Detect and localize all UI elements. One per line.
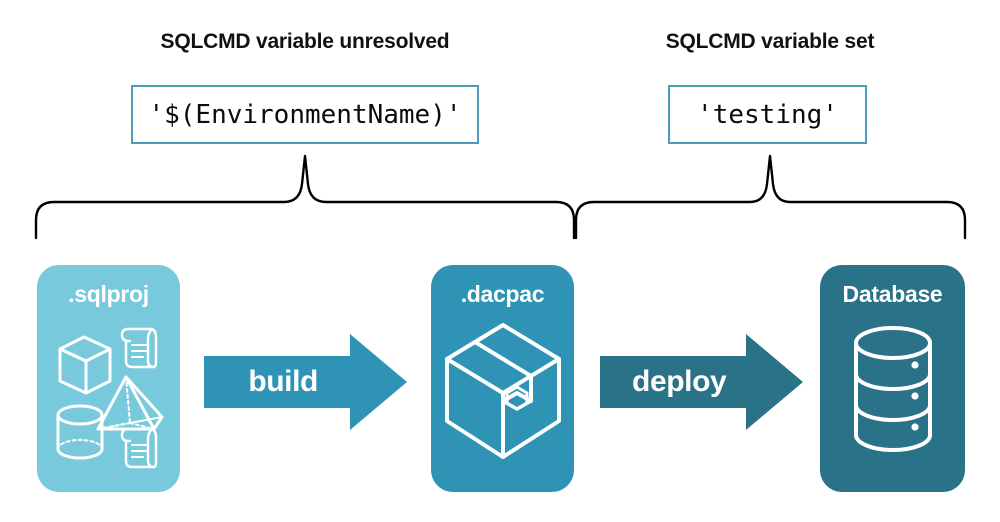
scroll-icon (120, 427, 157, 469)
heading-sqlcmd-variable-set: SQLCMD variable set (665, 30, 875, 53)
scroll-icon (120, 327, 157, 369)
package-box-icon (444, 323, 561, 459)
cylinder-icon (56, 404, 103, 460)
card-sqlproj: .sqlproj (37, 265, 180, 492)
card-database-artwork (820, 317, 965, 492)
card-dacpac: .dacpac (431, 265, 574, 492)
card-database-label: Database (842, 281, 943, 307)
arrow-deploy-label: deploy (632, 365, 727, 398)
card-sqlproj-artwork (37, 317, 180, 492)
arrow-build-label: build (248, 365, 318, 398)
card-database: Database (820, 265, 965, 492)
arrow-right-icon (600, 334, 803, 430)
brace-left-icon (34, 154, 576, 240)
pyramid-icon (96, 375, 163, 431)
database-cylinder-icon (853, 326, 932, 452)
database-status-dots (910, 361, 919, 431)
card-dacpac-label: .dacpac (460, 281, 545, 307)
brace-right-icon (574, 154, 967, 240)
brace-build-scope (28, 150, 578, 245)
heading-sqlcmd-variable-unresolved: SQLCMD variable unresolved (160, 30, 450, 53)
arrow-build: build (204, 334, 407, 430)
card-dacpac-artwork (431, 317, 574, 492)
code-box-testing: 'testing' (668, 85, 867, 144)
cube-icon (58, 335, 111, 395)
brace-deploy-scope (568, 150, 973, 245)
card-sqlproj-label: .sqlproj (68, 281, 149, 307)
sqlproj-objects-icon (56, 327, 163, 469)
arrow-deploy: deploy (600, 334, 803, 430)
code-box-environment-name: '$(EnvironmentName)' (131, 85, 479, 144)
arrow-right-icon (204, 334, 407, 430)
